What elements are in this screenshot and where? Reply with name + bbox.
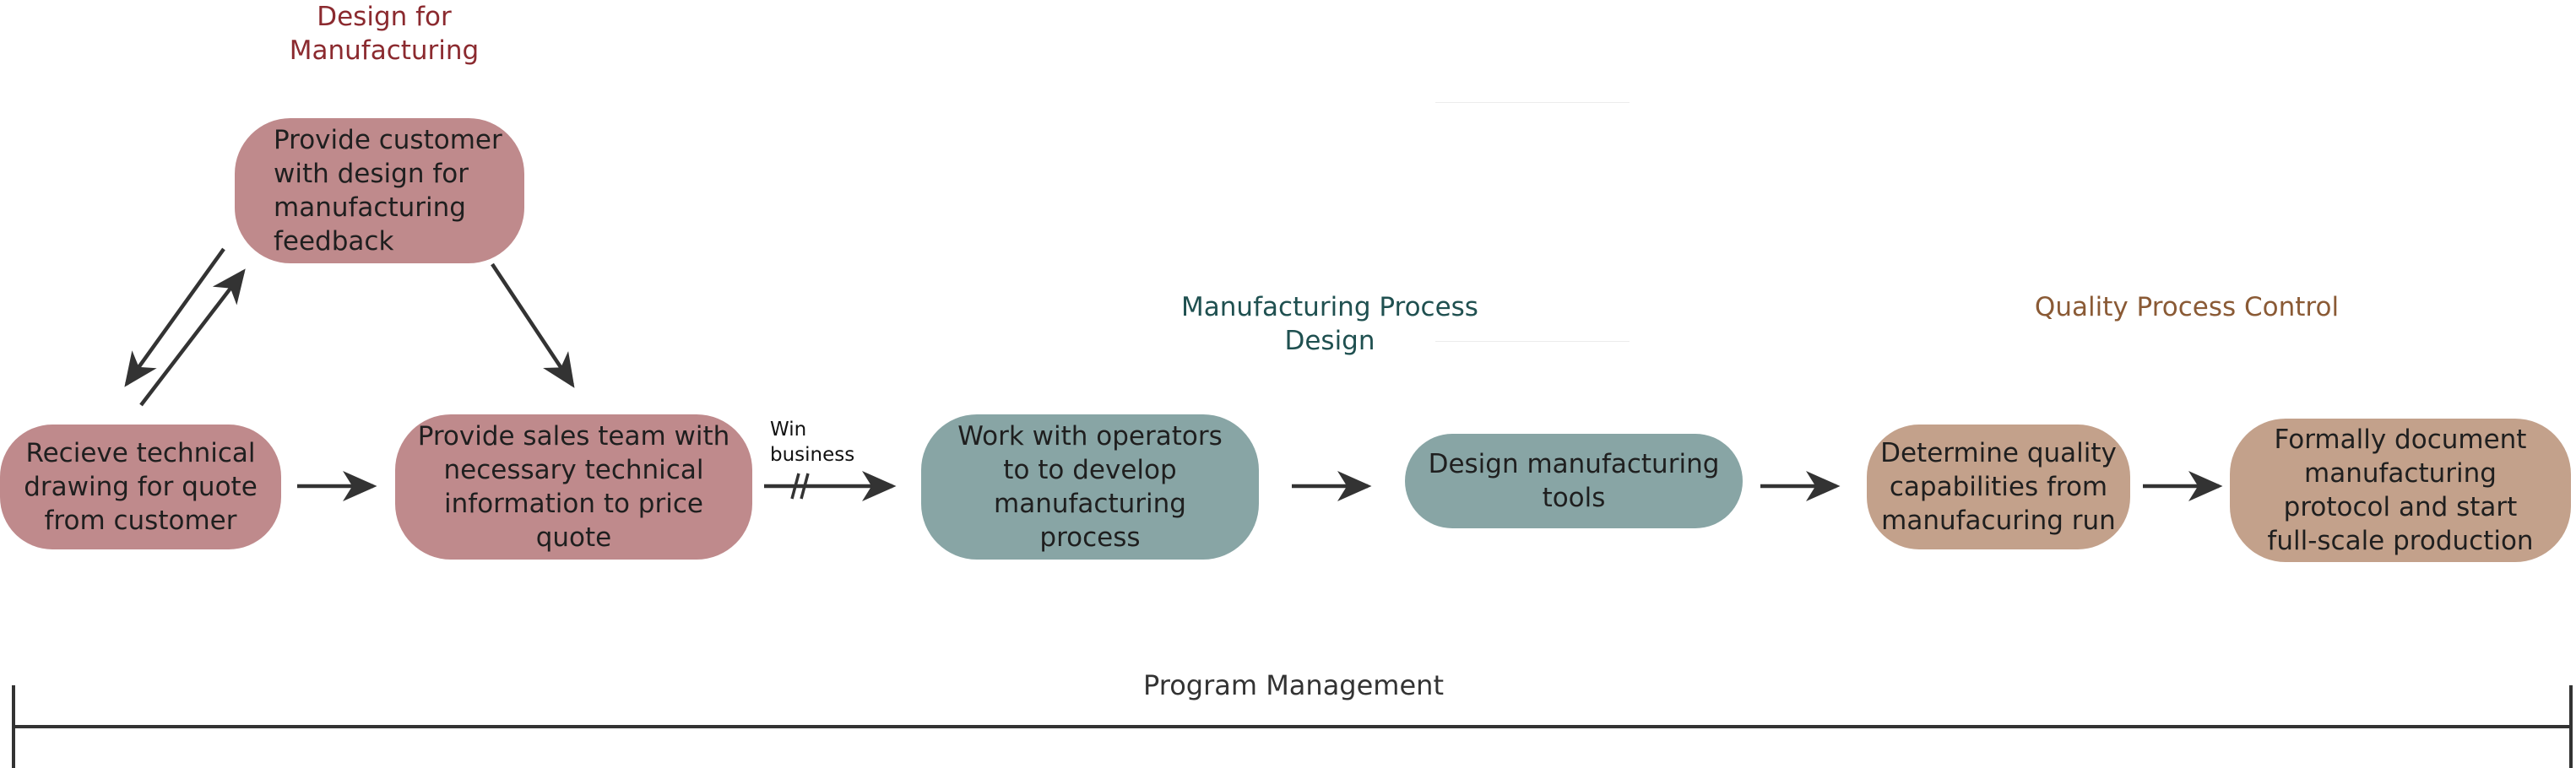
faint-rule-1	[1435, 102, 1630, 103]
arrow-receive-to-dfm	[139, 268, 246, 407]
arrow-dfm-to-sales	[491, 262, 575, 388]
break-mark-2	[800, 473, 810, 500]
node-dfm-feedback-text: Provide customer with design for manufac…	[274, 125, 502, 257]
phase-label-manufacturing-process-design: Manufacturing Process Design	[1181, 292, 1478, 356]
arrow-dfm-to-receive	[124, 247, 225, 387]
node-quality-capabilities-text: Determine quality capabilities from manu…	[1880, 438, 2117, 536]
node-dfm-feedback: Provide customer with design for manufac…	[235, 118, 524, 263]
faint-rule-2	[1435, 341, 1630, 342]
phase-label-quality-process-control: Quality Process Control	[2034, 292, 2340, 322]
phase-label-design-for-manufacturing: Design for Manufacturing	[289, 2, 480, 66]
node-design-tools-text: Design manufacturing tools	[1428, 449, 1720, 513]
timeline-label: Program Management	[1143, 669, 1444, 701]
node-sales-information: Provide sales team with necessary techni…	[395, 414, 752, 560]
edge-label-win-business: Win business	[770, 419, 855, 466]
node-document-protocol-text: Formally document manufacturing protocol…	[2267, 425, 2534, 556]
node-work-with-operators-text: Work with operators to to develop manufa…	[957, 421, 1223, 553]
node-receive-drawing-text: Recieve technical drawing for quote from…	[24, 438, 258, 536]
node-quality-capabilities: Determine quality capabilities from manu…	[1867, 425, 2130, 549]
node-document-protocol: Formally document manufacturing protocol…	[2230, 419, 2571, 562]
node-receive-drawing: Recieve technical drawing for quote from…	[0, 425, 281, 549]
node-work-with-operators: Work with operators to to develop manufa…	[921, 414, 1259, 560]
node-sales-information-text: Provide sales team with necessary techni…	[417, 421, 730, 553]
break-mark-1	[790, 473, 800, 500]
node-design-tools: Design manufacturing tools	[1405, 434, 1743, 528]
